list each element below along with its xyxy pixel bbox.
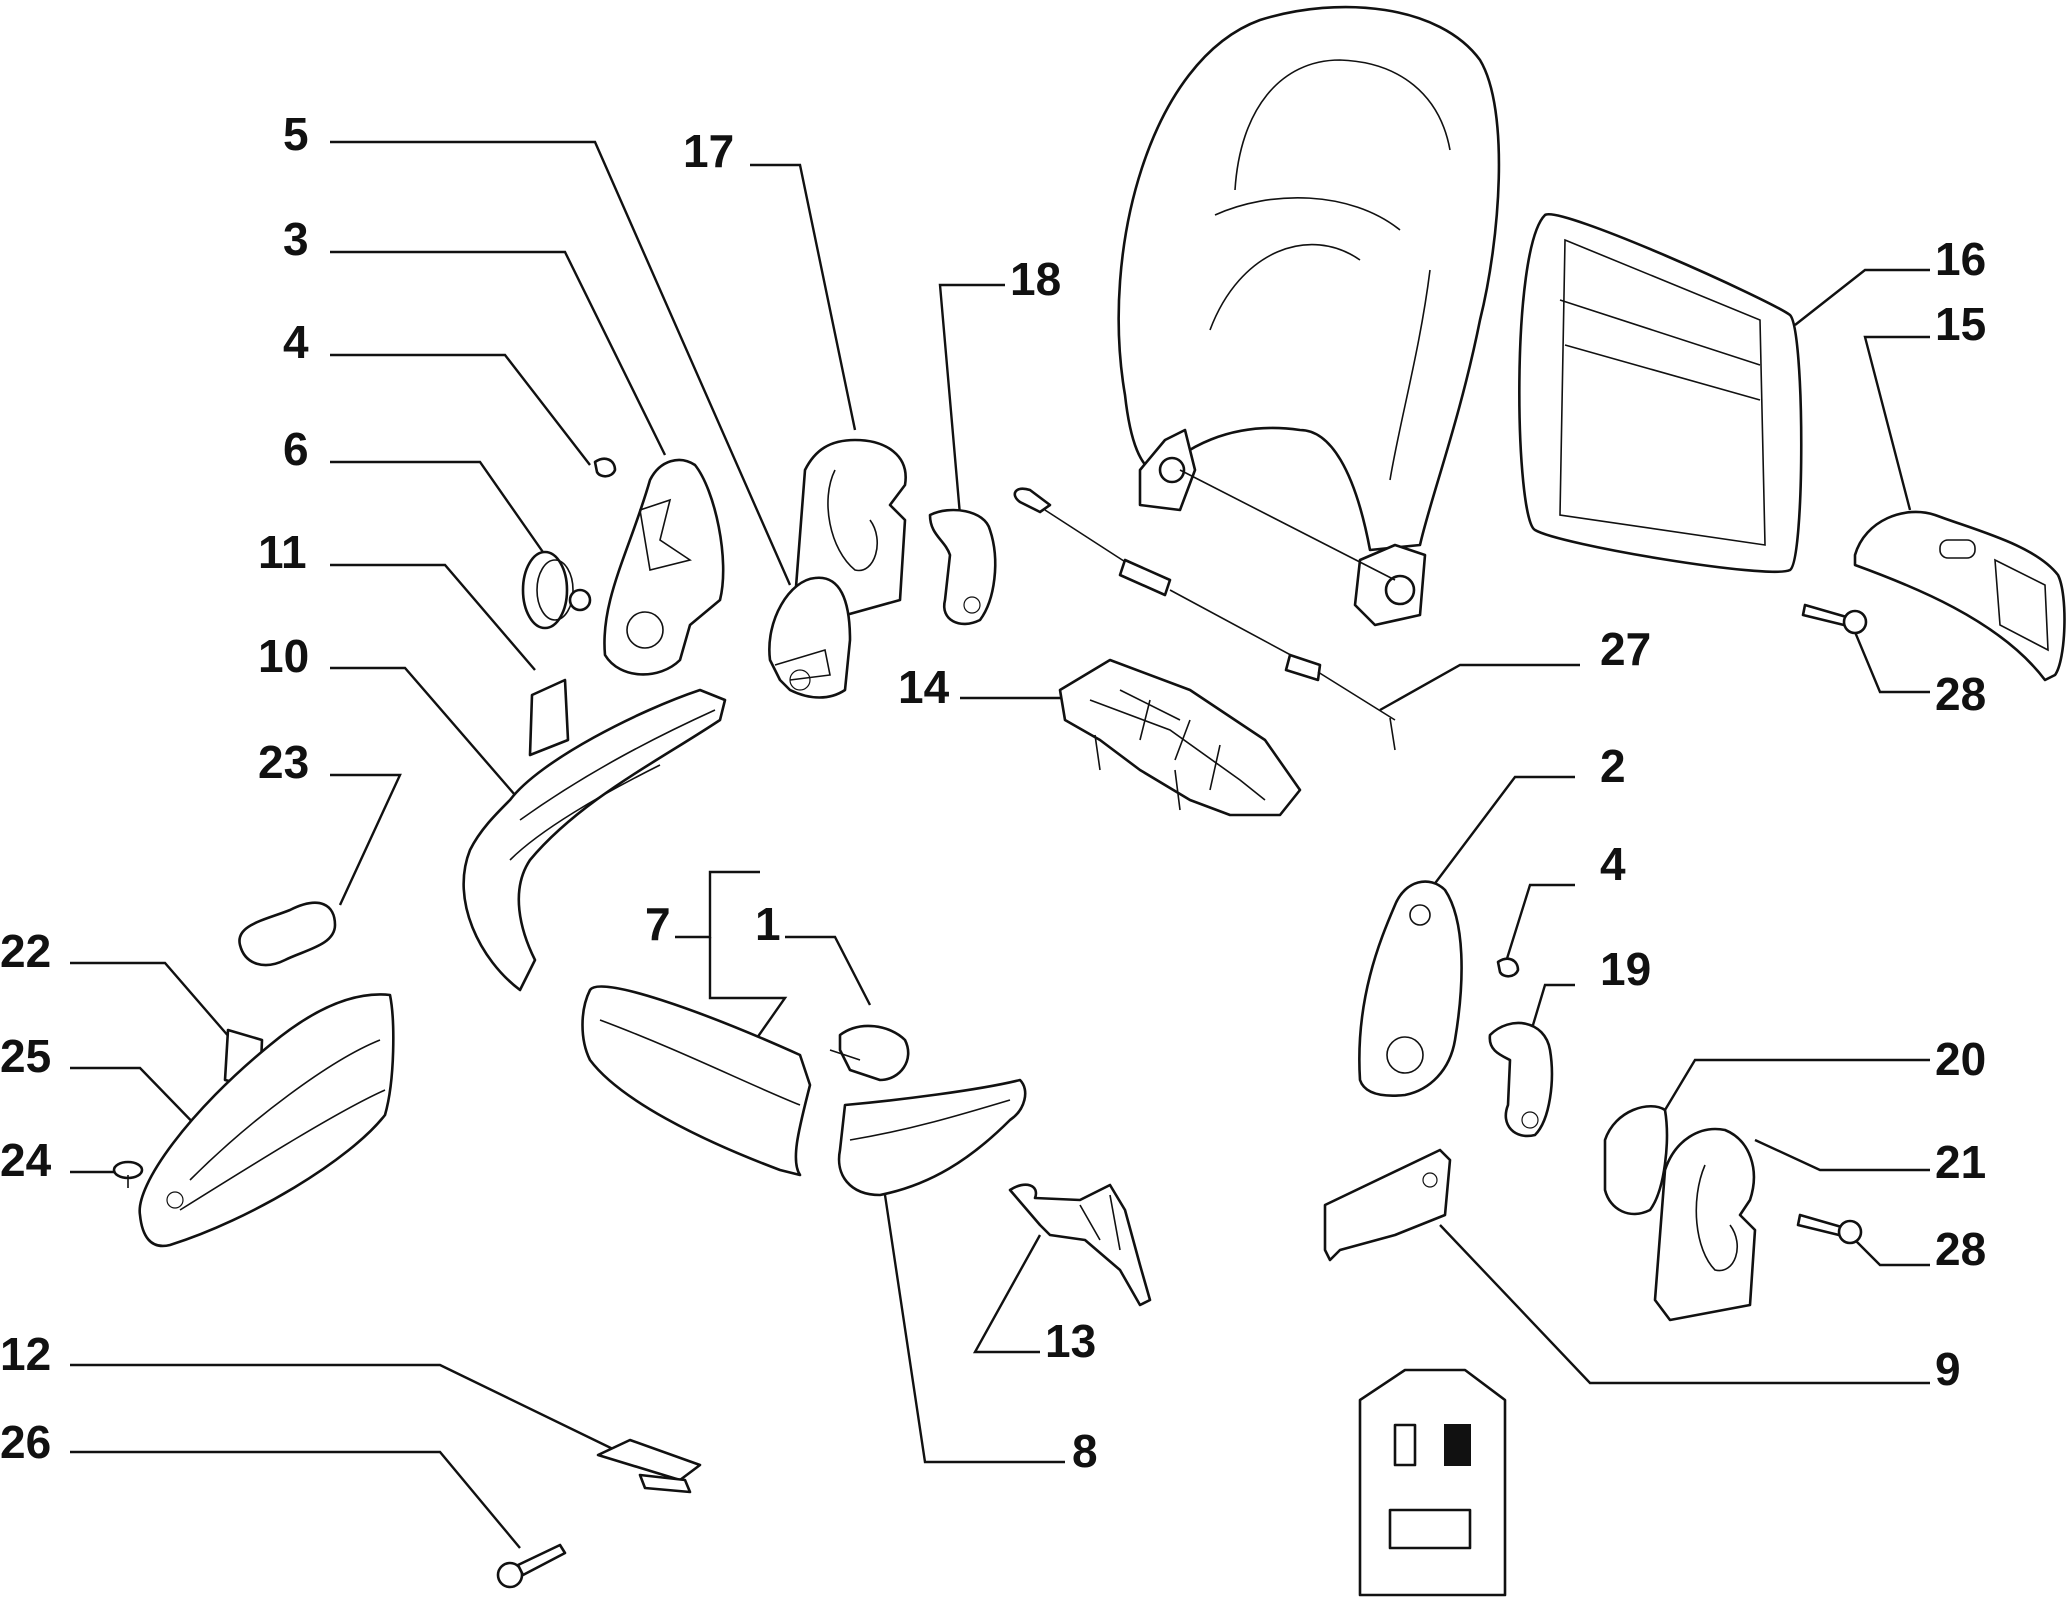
callout-25: 25: [0, 1030, 51, 1082]
leader-13: [972, 1234, 1042, 1354]
leader-15: [1863, 335, 1930, 511]
callout-1: 1: [755, 898, 781, 950]
callout-8: 8: [1072, 1425, 1098, 1477]
leader-27: [1379, 663, 1580, 712]
callout-28a: 28: [1935, 668, 1986, 720]
leader-18: [938, 283, 1005, 516]
callout-16: 16: [1935, 233, 1986, 285]
callout-27: 27: [1600, 623, 1651, 675]
clip-4b: [1496, 957, 1520, 978]
knob-cover-20: [1603, 1105, 1669, 1216]
seat-variant-legend-icon: [1358, 1368, 1507, 1597]
side-shield-25: [138, 993, 395, 1248]
leader-23: [330, 773, 402, 906]
cable-27: [1013, 487, 1396, 751]
leader-3: [330, 250, 667, 456]
back-panel-16: [1518, 213, 1803, 574]
callout-12: 12: [0, 1328, 51, 1380]
leader-11: [330, 563, 536, 671]
plate-2: [1358, 880, 1463, 1097]
pivot-cover-21: [1653, 1127, 1757, 1322]
callout-labels: 5 17 18 3 4 6 11 10 23 22 25 24 12 26 7 …: [0, 108, 1986, 1477]
callout-13: 13: [1045, 1315, 1096, 1367]
callout-2: 2: [1600, 740, 1626, 792]
side-trim-10: [462, 688, 727, 992]
screw-28b: [1796, 1213, 1863, 1245]
callout-11: 11: [258, 526, 307, 578]
callout-23: 23: [258, 736, 309, 788]
pad-11: [528, 678, 570, 757]
callout-24: 24: [0, 1134, 52, 1186]
parts: [112, 5, 2066, 1597]
leader-6: [330, 460, 546, 556]
callout-17: 17: [683, 125, 734, 177]
callout-10: 10: [258, 630, 309, 682]
callout-4a: 4: [283, 316, 309, 368]
callout-14: 14: [898, 661, 950, 713]
leader-21: [1754, 1138, 1930, 1172]
front-trim-7: [581, 985, 812, 1177]
screw-28a: [1801, 603, 1868, 635]
clip-4a: [593, 457, 617, 478]
bushing-18: [928, 508, 997, 626]
leader-28a: [1853, 631, 1930, 694]
callout-15: 15: [1935, 298, 1986, 350]
leader-16: [1794, 268, 1930, 326]
callout-22: 22: [0, 925, 51, 977]
seat-backrest: [1117, 5, 1501, 627]
side-cover-15: [1853, 510, 2066, 682]
pad-12: [596, 1438, 702, 1494]
leader-17: [750, 163, 857, 431]
bushing-19: [1488, 1021, 1554, 1138]
leader-28b: [1854, 1239, 1930, 1267]
leader-26: [70, 1450, 521, 1549]
callout-5: 5: [283, 108, 309, 160]
callout-7: 7: [645, 898, 671, 950]
callout-9: 9: [1935, 1343, 1961, 1395]
leader-19: [1528, 983, 1575, 1036]
leader-7: [675, 870, 760, 939]
gear-knob-6: [521, 550, 592, 630]
leader-2: [1429, 775, 1575, 891]
corner-trim-8: [837, 1078, 1027, 1197]
bracket-14: [1058, 658, 1302, 817]
callout-4b: 4: [1600, 838, 1626, 890]
leader-9: [1439, 1224, 1930, 1385]
leader-7b: [708, 937, 788, 1056]
leader-5: [330, 140, 792, 586]
bracket-9: [1323, 1148, 1452, 1262]
leader-1: [785, 935, 872, 1006]
callout-21: 21: [1935, 1136, 1986, 1188]
leader-4a: [330, 353, 591, 466]
leader-10: [330, 666, 516, 796]
callout-6: 6: [283, 423, 309, 475]
handle-23: [238, 901, 337, 967]
hook-bracket-13: [1008, 1183, 1152, 1307]
callout-18: 18: [1010, 253, 1061, 305]
callout-28b: 28: [1935, 1223, 1986, 1275]
clip-24: [112, 1160, 144, 1188]
callout-3: 3: [283, 213, 309, 265]
leader-8: [883, 1194, 1065, 1464]
screw-26: [496, 1543, 567, 1589]
callout-19: 19: [1600, 943, 1651, 995]
callout-20: 20: [1935, 1033, 1986, 1085]
leader-lines: [70, 140, 1930, 1549]
bracket-5: [768, 576, 852, 699]
leader-20: [1663, 1058, 1930, 1111]
leader-4b: [1503, 883, 1575, 966]
plate-3: [603, 458, 725, 676]
leader-25: [70, 1066, 206, 1136]
leader-22: [70, 961, 231, 1039]
callout-26: 26: [0, 1416, 51, 1468]
clip-1: [829, 1024, 910, 1082]
leader-12: [70, 1363, 616, 1452]
